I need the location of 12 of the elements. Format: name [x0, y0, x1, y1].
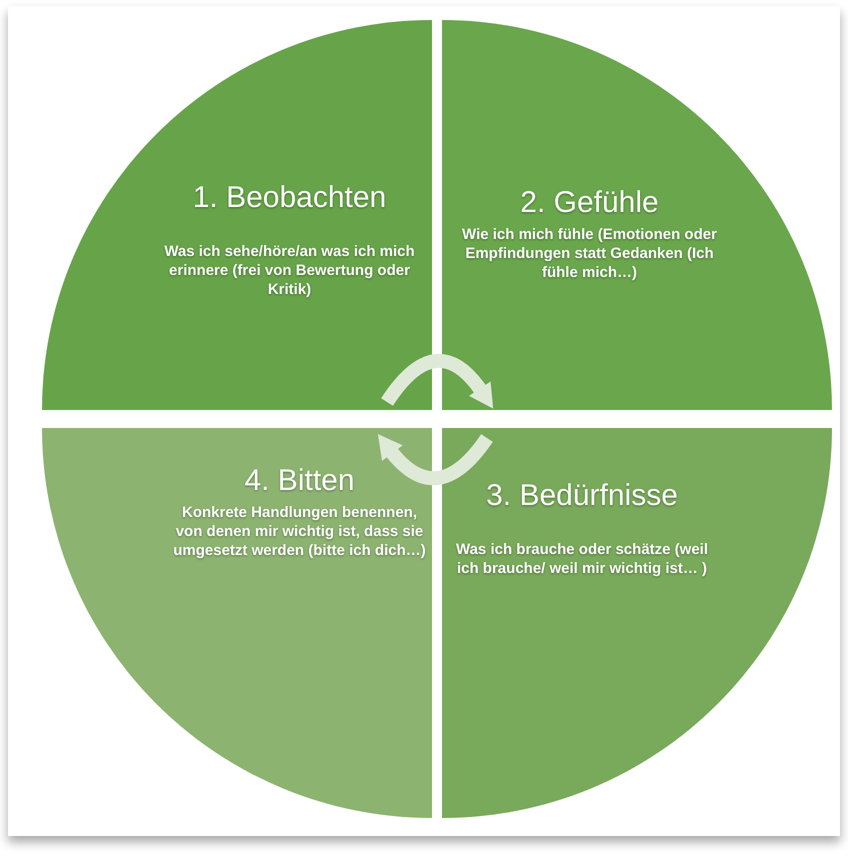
- quadrant-description: Was ich sehe/höre/an was ich mich erinnere (frei von Bewertung oder Kritik): [163, 242, 416, 299]
- quadrant-heading: 2. Gefühle: [519, 185, 660, 221]
- quadrant-segment: [442, 428, 832, 818]
- quadrant-segment: [42, 20, 432, 410]
- quadrant-description: Wie ich mich fühle (Emotionen oder Empfindungen statt Gedanken (Ich fühle mich…): [461, 225, 718, 282]
- quadrant-heading: 1. Beobachten: [192, 180, 388, 216]
- quadrant-description: Was ich brauche oder schätze (weil ich brauche/ weil mir wichtig ist… ): [454, 540, 710, 578]
- quadrant-description: Konkrete Handlungen benennen, von denen mir wichtig ist, dass sie umgesetzt werden (bitte ich dich…): [172, 503, 427, 560]
- quadrant-heading: 4. Bitten: [243, 463, 356, 499]
- quadrant-segment: [442, 20, 832, 410]
- quadrant-heading: 3. Bedürfnisse: [485, 478, 679, 514]
- quadrant-segment: [42, 428, 432, 818]
